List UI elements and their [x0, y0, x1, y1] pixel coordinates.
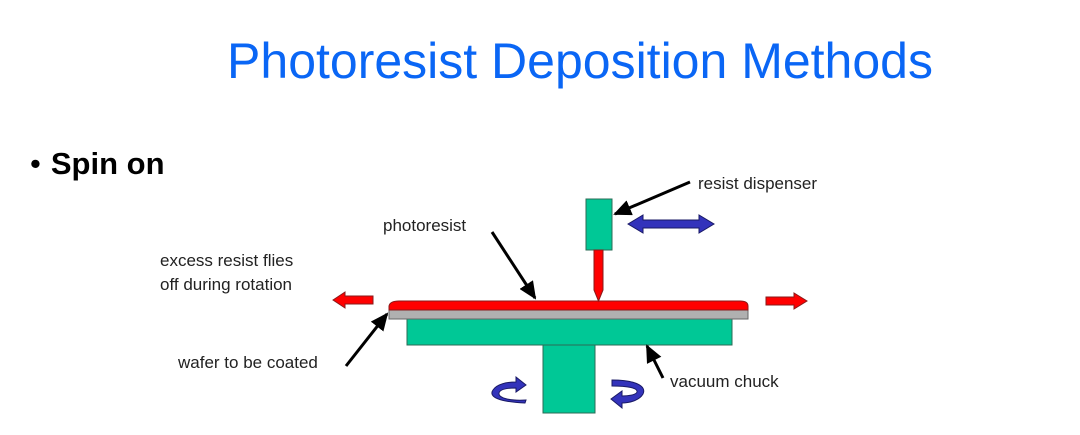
chuck-shaft — [542, 343, 596, 414]
leader-wafer — [344, 312, 389, 367]
vacuum-chuck-platform — [406, 318, 733, 346]
label-resist-dispenser: resist dispenser — [698, 174, 817, 193]
rotation-arrow-right — [610, 379, 645, 410]
resist-stream — [593, 249, 604, 303]
resist-dispenser-body — [585, 198, 613, 251]
bullet-marker: • — [30, 146, 41, 181]
label-excess-line1: excess resist flies — [160, 251, 293, 270]
leader-resist-dispenser — [613, 180, 691, 216]
label-wafer: wafer to be coated — [177, 353, 318, 372]
rotation-arrow-left — [491, 375, 527, 404]
photoresist-layer — [388, 300, 749, 311]
label-excess-line2: off during rotation — [160, 275, 292, 294]
leader-vacuum-chuck — [645, 344, 665, 379]
fly-off-arrow-right — [765, 292, 808, 310]
fly-off-arrow-left — [332, 291, 374, 309]
slide-title: Photoresist Deposition Methods — [227, 33, 933, 89]
bullet-spin-on: • Spin on — [30, 146, 165, 182]
leader-photoresist — [490, 231, 537, 300]
label-photoresist: photoresist — [383, 216, 466, 235]
bullet-text: Spin on — [50, 146, 165, 181]
dispenser-motion-arrow — [627, 214, 715, 234]
wafer — [388, 309, 749, 320]
label-vacuum-chuck: vacuum chuck — [670, 372, 779, 391]
